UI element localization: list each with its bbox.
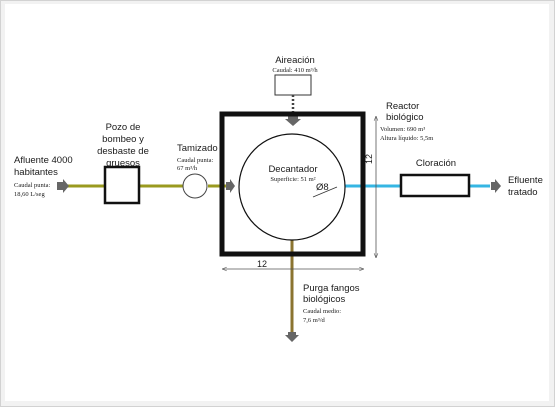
arrow-down-icon [285,332,299,342]
influent-title-line2: habitantes [14,167,58,178]
screening-unit [182,173,208,199]
reactor-tank [219,111,366,257]
influent-title-line1: Afluente 4000 [14,155,73,166]
screening-detail-line1: Caudal punta: [177,157,213,164]
chlorination-tank [399,173,471,198]
pumping-well-label-line4: gruesos [106,158,140,169]
influent-detail-line1: Caudal punta: [14,182,50,189]
effluent-label-line2: tratado [508,187,538,198]
clarifier-title: Decantador [268,164,317,175]
pumping-well-box [103,165,141,205]
aeration-detail: Caudal: 410 m³/h [272,67,318,74]
arrow-right-icon [491,179,501,193]
sludge-detail-line2: 7,6 m³/d [303,317,326,324]
aeration-box [274,74,312,96]
effluent-label-line1: Efluente [508,175,543,186]
screening-detail-line2: 67 m³/h [177,165,198,172]
clarifier-tank [238,133,346,241]
chlorination-title: Cloración [416,158,456,169]
sludge-title-line1: Purga fangos [303,283,360,294]
aeration-title: Aireación [275,55,315,66]
reactor-side-dimension-label: 12 [364,154,374,164]
influent-detail-line2: 18,60 L/seg [14,191,45,198]
pumping-well-label-line3: desbaste de [97,146,149,157]
arrow-right-icon [57,179,69,193]
reactor-detail-line1: Volumen: 690 m³ [380,126,425,133]
pumping-well-label-line1: Pozo de [106,122,141,133]
sludge-title-line2: biológicos [303,294,345,305]
clarifier-diameter-line [312,186,338,198]
arrow-right-icon [226,179,235,193]
pumping-well-label-line2: bombeo y [102,134,144,145]
reactor-bottom-dimension-label: 12 [257,259,267,269]
reactor-title-line2: biológico [386,112,424,123]
arrow-down-icon [285,115,301,126]
reactor-title-line1: Reactor [386,101,419,112]
reactor-detail-line2: Altura líquido: 5,5m [380,135,433,142]
clarifier-detail: Superficie: 51 m² [270,176,315,183]
sludge-detail-line1: Caudal medio: [303,308,341,315]
screening-title: Tamizado [177,143,218,154]
clarifier-diameter-label: Ø8 [316,182,329,193]
